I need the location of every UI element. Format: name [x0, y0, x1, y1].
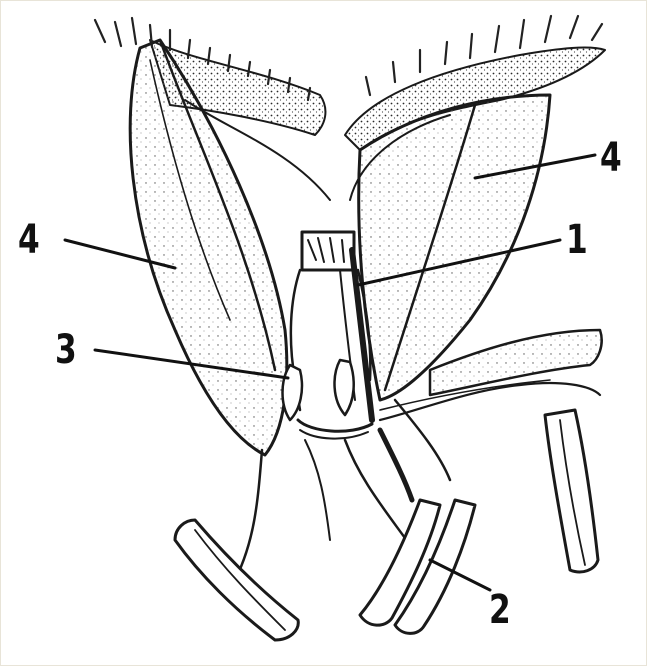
label-3: 3	[55, 330, 77, 370]
label-2: 2	[489, 590, 511, 630]
label-4-left: 4	[18, 220, 40, 260]
label-4-right: 4	[600, 138, 622, 178]
lodicules	[283, 360, 354, 420]
label-1: 1	[566, 220, 588, 260]
